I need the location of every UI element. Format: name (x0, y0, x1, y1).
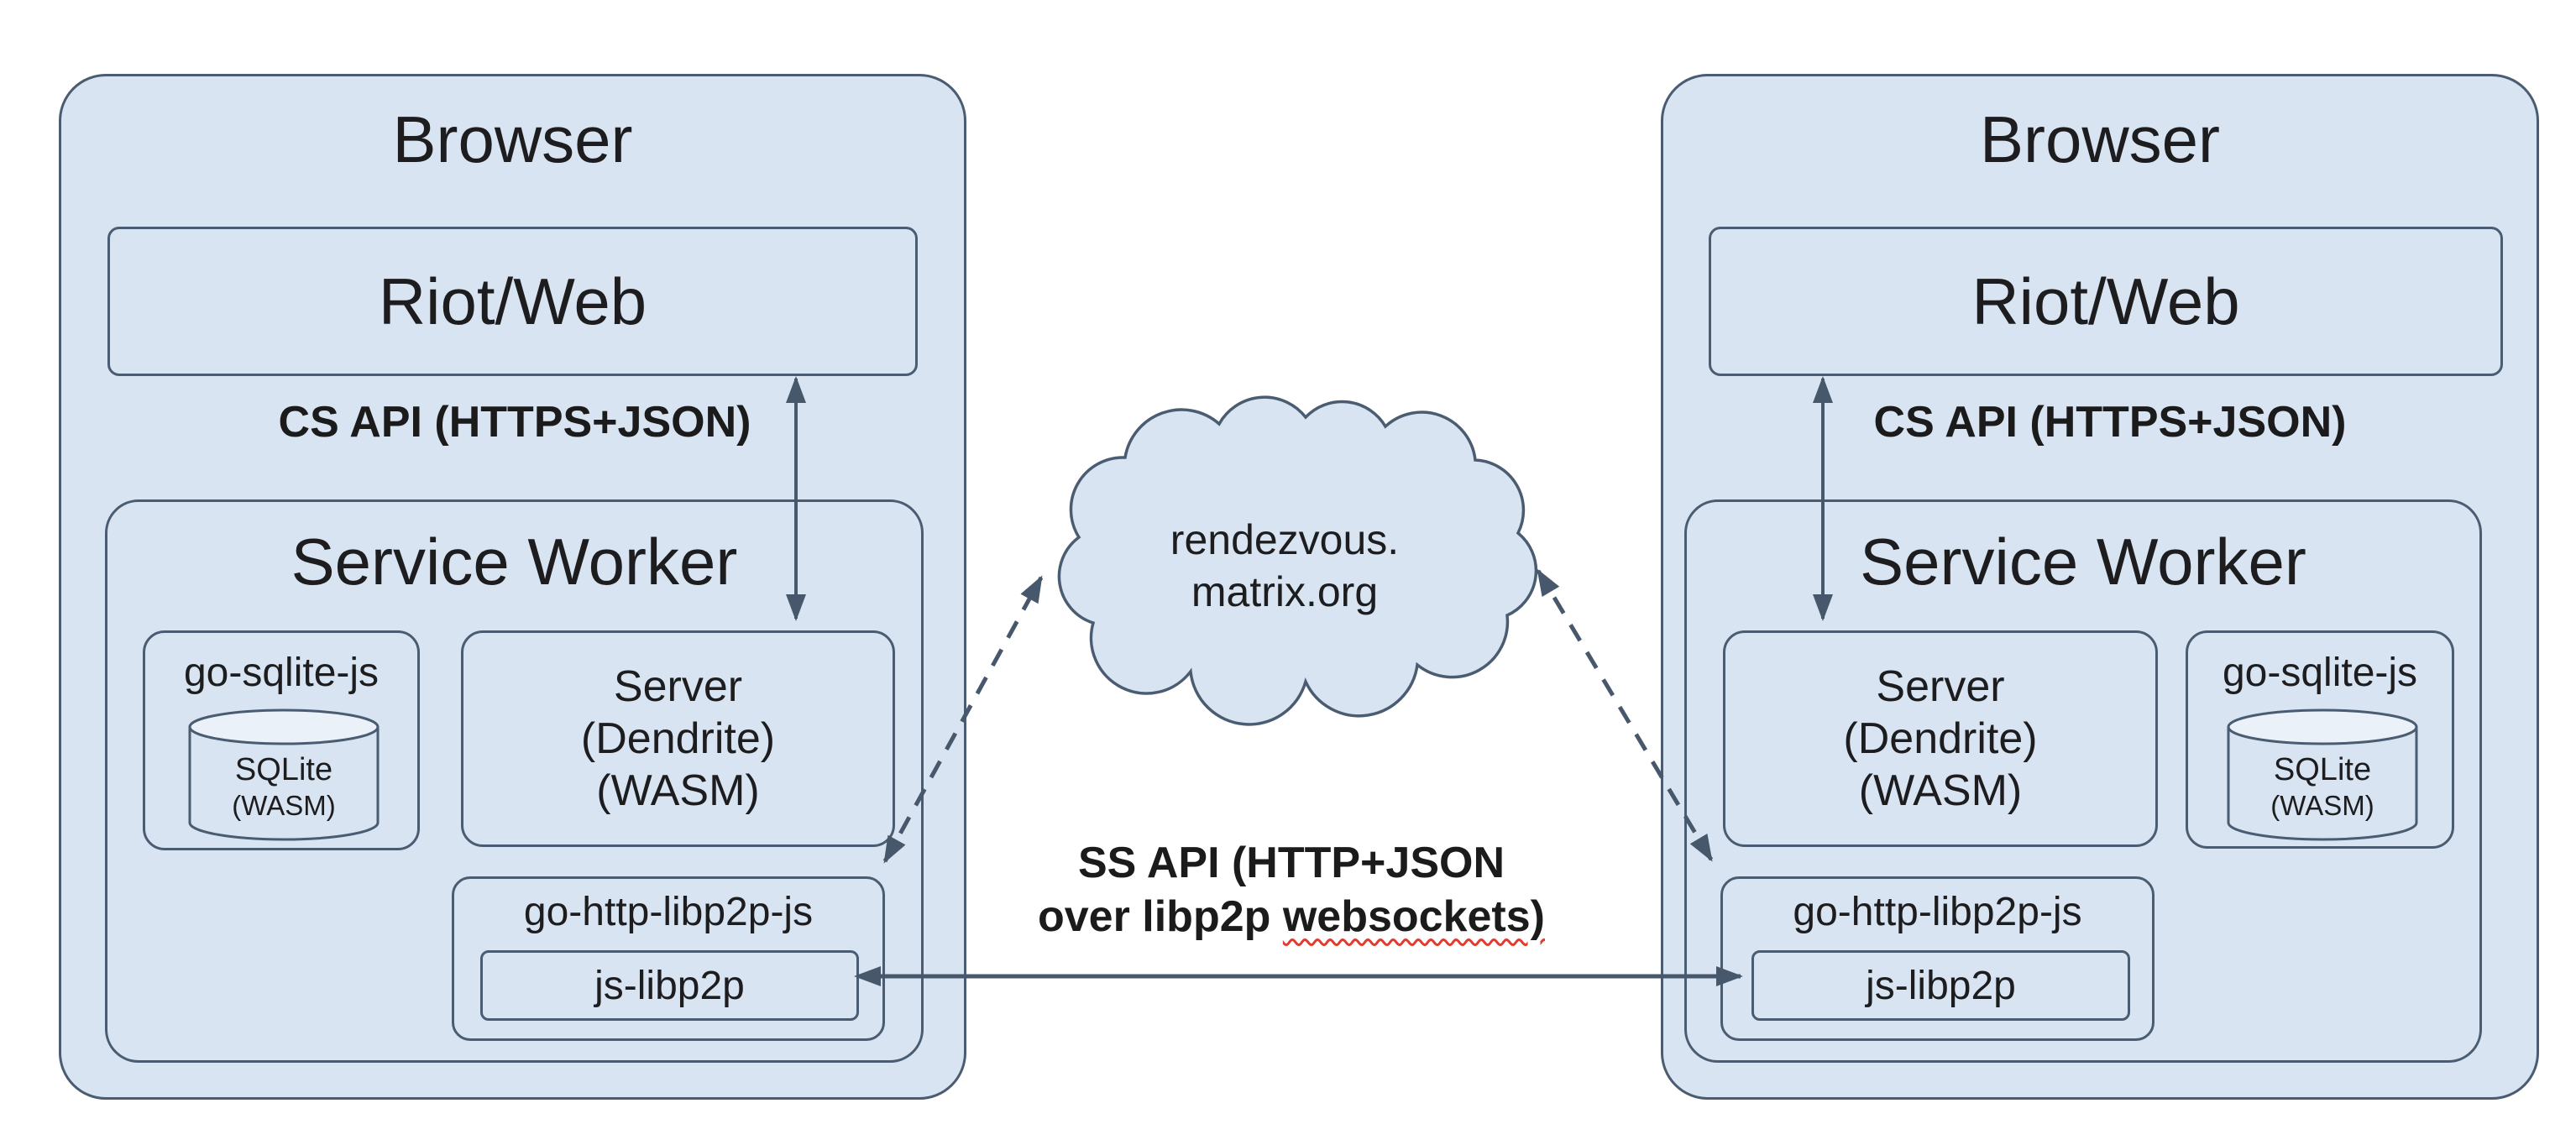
service-worker-box: Service Worker go-sqlite-js SQLite (WASM… (105, 499, 924, 1063)
server-label-line1: Server (613, 662, 743, 711)
riot-web-box: Riot/Web (107, 227, 918, 376)
ss-api-label-websockets: websockets) (1282, 892, 1545, 941)
browser-title: Browser (1979, 102, 2221, 176)
cs-api-label: CS API (HTTPS+JSON) (1873, 398, 2347, 447)
go-sqlite-js-label: go-sqlite-js (183, 651, 380, 695)
ss-api-label: SS API (HTTP+JSON over libp2p websockets… (981, 836, 1602, 944)
riot-web-label: Riot/Web (1971, 264, 2240, 338)
ss-api-label-line2-prefix: over libp2p (1038, 892, 1283, 941)
browser-box-left: Browser Riot/Web CS API (HTTPS+JSON) Ser… (59, 74, 966, 1100)
service-worker-title: Service Worker (1860, 525, 2306, 599)
server-label-line2: (Dendrite) (580, 714, 776, 763)
sqlite-label: SQLite (234, 752, 333, 787)
riot-web-label: Riot/Web (378, 264, 647, 338)
js-libp2p-label: js-libp2p (1866, 963, 2016, 1008)
js-libp2p-box: js-libp2p (480, 950, 859, 1021)
database-cylinder-icon (2227, 708, 2418, 841)
browser-box-right: Browser Riot/Web CS API (HTTPS+JSON) Ser… (1661, 74, 2539, 1100)
cs-api-label: CS API (HTTPS+JSON) (278, 398, 751, 447)
js-libp2p-box: js-libp2p (1751, 950, 2130, 1021)
server-label-line3: (WASM) (1858, 766, 2023, 815)
ss-api-label-line2: over libp2p websockets) (981, 890, 1602, 944)
cloud-label: rendezvous. matrix.org (1050, 514, 1520, 618)
go-sqlite-js-box: go-sqlite-js SQLite (WASM) (2186, 630, 2454, 849)
go-http-libp2p-js-box: go-http-libp2p-js js-libp2p (1720, 876, 2155, 1041)
go-sqlite-js-label: go-sqlite-js (2222, 651, 2418, 695)
database-cylinder-icon (188, 708, 380, 841)
service-worker-box: Service Worker Server (Dendrite) (WASM) … (1684, 499, 2482, 1063)
server-dendrite-box: Server (Dendrite) (WASM) (461, 630, 895, 847)
go-http-libp2p-js-label: go-http-libp2p-js (1793, 890, 2082, 934)
sqlite-wasm-label: (WASM) (2270, 790, 2374, 821)
server-label-line1: Server (1876, 662, 2005, 711)
js-libp2p-label: js-libp2p (594, 963, 745, 1008)
go-http-libp2p-js-box: go-http-libp2p-js js-libp2p (452, 876, 885, 1041)
server-label-line3: (WASM) (596, 766, 760, 815)
browser-title: Browser (392, 102, 633, 176)
cloud-label-line2: matrix.org (1191, 568, 1379, 615)
service-worker-title: Service Worker (291, 525, 738, 599)
cloud-label-line1: rendezvous. (1170, 516, 1400, 563)
server-dendrite-box: Server (Dendrite) (WASM) (1723, 630, 2158, 847)
server-label-line2: (Dendrite) (1843, 714, 2038, 763)
sqlite-label: SQLite (2273, 752, 2372, 787)
go-sqlite-js-box: go-sqlite-js SQLite (WASM) (143, 630, 420, 850)
go-http-libp2p-js-label: go-http-libp2p-js (523, 890, 814, 934)
sqlite-wasm-label: (WASM) (232, 790, 336, 821)
riot-web-box: Riot/Web (1709, 227, 2503, 376)
ss-api-label-line1: SS API (HTTP+JSON (1077, 839, 1505, 887)
